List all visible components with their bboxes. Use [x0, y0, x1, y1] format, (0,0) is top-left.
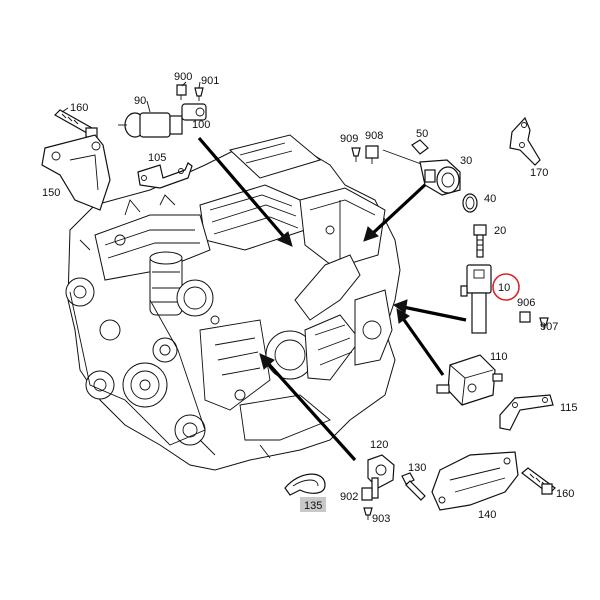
- highlight-circle-10: [492, 273, 520, 301]
- part-150-bracket: [41, 134, 111, 211]
- label-90: 90: [134, 95, 146, 107]
- label-130: 130: [408, 462, 426, 474]
- label-906: 906: [517, 297, 535, 309]
- label-110: 110: [490, 351, 508, 363]
- label-902: 902: [340, 491, 358, 503]
- label-100: 100: [192, 119, 210, 131]
- part-115-bracket: [499, 394, 554, 431]
- label-50: 50: [416, 128, 428, 140]
- part-901-pin: [194, 87, 204, 101]
- part-170-bracket: [509, 116, 541, 166]
- part-135-clamp: [284, 473, 326, 496]
- label-150: 150: [42, 187, 60, 199]
- part-110-valve: [436, 354, 503, 406]
- part-160-stud-bottom: [521, 467, 556, 495]
- label-140: 140: [478, 509, 496, 521]
- part-140-heat-shield: [431, 451, 519, 511]
- part-10-sensor: [460, 264, 492, 334]
- part-903-pin: [363, 507, 373, 520]
- label-120: 120: [370, 439, 388, 451]
- engine-assembly: [65, 134, 401, 471]
- part-130-bolt: [401, 472, 426, 501]
- part-labels: 900 901 90 100 160 150 105 909 908 50 30…: [42, 71, 578, 525]
- part-120-knock-sensor: [367, 454, 395, 499]
- label-901: 901: [201, 75, 219, 87]
- label-909: 909: [340, 133, 358, 145]
- part-909-pin: [351, 147, 361, 162]
- label-105: 105: [148, 152, 166, 164]
- part-105-bracket: [137, 162, 193, 189]
- label-170: 170: [530, 167, 548, 179]
- label-160-top: 160: [70, 102, 88, 114]
- part-900-clip: [176, 84, 187, 100]
- part-20-bolt: [473, 224, 487, 258]
- part-30-valve: [419, 159, 461, 196]
- part-902-clip: [361, 487, 373, 501]
- callout-arrows: [197, 136, 467, 462]
- part-908-clip: [365, 145, 379, 164]
- label-160-bottom: 160: [556, 488, 574, 500]
- label-135: 135: [304, 500, 322, 512]
- label-908: 908: [365, 130, 383, 142]
- part-907-pin: [539, 317, 549, 330]
- part-90-valve: [118, 103, 207, 138]
- part-40-seal-ring: [462, 193, 478, 213]
- label-10: 10: [498, 282, 510, 294]
- part-160-stud-top: [54, 109, 98, 138]
- label-903: 903: [372, 513, 390, 525]
- label-115: 115: [560, 402, 578, 414]
- label-20: 20: [494, 225, 506, 237]
- label-40: 40: [484, 193, 496, 205]
- label-907: 907: [540, 321, 558, 333]
- label-135-box: [300, 497, 326, 512]
- label-30: 30: [460, 155, 472, 167]
- part-50-connector: [382, 139, 429, 166]
- label-900: 900: [174, 71, 192, 83]
- part-906-clip: [519, 311, 531, 323]
